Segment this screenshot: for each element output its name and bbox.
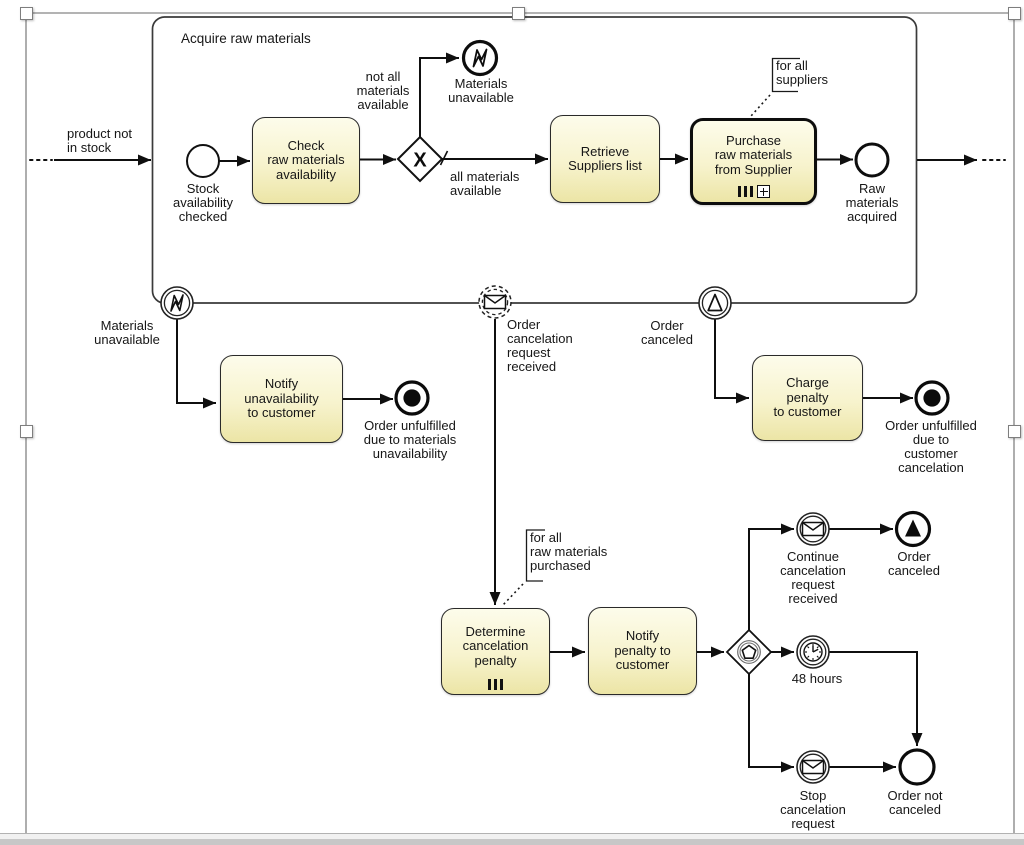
subprocess-title: Acquire raw materials <box>181 31 311 46</box>
message-icon-flap <box>802 521 824 531</box>
task-label: Check raw materials availability <box>267 137 345 182</box>
scrollbar-gutter <box>0 834 1024 839</box>
event-label-raw-materials-acquired: Raw materials acquired <box>845 181 899 224</box>
default-flow-slash <box>439 150 449 166</box>
boundary-event-order-cancelation-request[interactable] <box>478 285 512 319</box>
event-gateway-diamond[interactable] <box>725 628 773 676</box>
task-retrieve-suppliers-list[interactable]: Retrieve Suppliers list <box>550 115 660 203</box>
selection-handle-top-center[interactable] <box>511 6 525 20</box>
edge-label-product-not-in-stock: product not in stock <box>67 126 133 155</box>
annotation-bracket-raw-materials[interactable] <box>525 529 546 582</box>
pentagon-icon <box>741 644 757 660</box>
xor-gateway-diamond[interactable] <box>396 135 444 183</box>
timer-event-48-hours[interactable] <box>796 635 830 669</box>
terminate-icon <box>923 389 941 407</box>
selection-handle-middle-right[interactable] <box>1007 424 1021 438</box>
task-charge-penalty[interactable]: Charge penalty to customer <box>752 355 863 441</box>
terminate-event-unfulfilled-materials[interactable] <box>394 380 430 416</box>
edge-label-all-materials: all materials available <box>450 169 520 198</box>
event-label-boundary-order-canceled: Order canceled <box>640 318 694 347</box>
event-gateway-outer-circle <box>737 640 761 664</box>
clock-ticks <box>805 644 821 660</box>
task-notify-unavailability[interactable]: Notify unavailability to customer <box>220 355 343 443</box>
collapsed-subprocess-icon[interactable] <box>757 185 771 198</box>
boundary-event-materials-unavailable[interactable] <box>160 286 194 320</box>
clock-hands <box>812 645 819 653</box>
task-markers <box>693 185 814 198</box>
message-icon-flap <box>802 759 824 769</box>
boundary-outer-circle[interactable] <box>698 286 732 320</box>
task-determine-cancelation-penalty[interactable]: Determine cancelation penalty <box>441 608 550 695</box>
event-inner-circle <box>799 515 827 543</box>
error-icon <box>472 48 488 68</box>
escalation-icon-filled <box>905 519 921 537</box>
subprocess-purchase-raw-materials[interactable]: Purchase raw materials from Supplier <box>690 118 817 205</box>
annotation-for-all-raw-materials[interactable]: for all raw materials purchased <box>530 530 608 573</box>
task-label: Retrieve Suppliers list <box>568 143 642 173</box>
end-event-order-not-canceled[interactable] <box>898 748 936 786</box>
event-label-unfulfilled-customer: Order unfulfilled due to customer cancel… <box>885 418 977 475</box>
flow-timer-to-order-not-canceled[interactable] <box>829 651 923 746</box>
event-gateway-inner-circle <box>739 642 759 662</box>
event-label-order-cancelation-request: Order cancelation request received <box>507 317 573 374</box>
event-inner-circle <box>799 753 827 781</box>
flow-error-to-notify[interactable] <box>176 319 216 409</box>
task-label: Determine cancelation penalty <box>462 623 529 668</box>
annotation-for-all-suppliers[interactable]: for all suppliers <box>776 58 829 87</box>
boundary-inner-circle <box>701 289 729 317</box>
event-label-stock-checked: Stock availability checked <box>173 181 233 224</box>
selection-handle-top-left[interactable] <box>19 6 33 20</box>
boundary-inner-circle-dashed <box>481 288 509 316</box>
message-event-stop-cancelation[interactable] <box>796 750 830 784</box>
flow-gateway-to-materials-unavailable[interactable] <box>419 52 459 138</box>
task-markers <box>442 679 549 690</box>
selection-handle-middle-left[interactable] <box>19 424 33 438</box>
start-event-stock-availability-checked[interactable] <box>186 144 220 178</box>
event-label-continue-cancelation: Continue cancelation request received <box>780 549 846 606</box>
flow-canceled-to-charge[interactable] <box>714 319 749 404</box>
end-event-materials-unavailable[interactable] <box>461 39 499 77</box>
task-label: Notify unavailability to customer <box>244 376 319 421</box>
error-icon <box>170 294 184 312</box>
task-label: Notify penalty to customer <box>614 628 671 673</box>
edge-label-not-all-materials: not all materials available <box>356 69 410 112</box>
boundary-inner-circle <box>163 289 191 317</box>
horizontal-scrollbar[interactable] <box>0 839 1024 845</box>
xor-gateway-symbol: X <box>413 150 427 172</box>
event-label-stop-cancelation: Stop cancelation request <box>780 788 846 831</box>
event-label-48-hours: 48 hours <box>791 671 843 686</box>
event-label-order-not-canceled: Order not canceled <box>887 788 943 817</box>
xor-gateway[interactable]: X <box>396 135 444 183</box>
scrollbar-border <box>0 833 1024 834</box>
end-event-raw-materials-acquired[interactable] <box>854 142 890 178</box>
event-label-materials-unavailable-end: Materials unavailable <box>448 76 514 105</box>
task-label: Purchase raw materials from Supplier <box>714 132 793 177</box>
task-label: Charge penalty to customer <box>773 375 842 420</box>
terminate-event-unfulfilled-customer[interactable] <box>914 380 950 416</box>
event-based-gateway[interactable] <box>725 628 773 676</box>
association-raw-materials[interactable] <box>502 583 524 606</box>
event-inner-circle <box>799 638 827 666</box>
task-check-raw-materials[interactable]: Check raw materials availability <box>252 117 360 204</box>
end-event-order-canceled[interactable] <box>894 510 932 548</box>
terminate-icon <box>403 389 421 407</box>
multi-instance-icon <box>487 679 504 690</box>
escalation-icon <box>707 293 723 312</box>
event-label-unfulfilled-materials: Order unfulfilled due to materials unava… <box>363 418 457 461</box>
message-icon-flap <box>484 294 506 304</box>
boundary-event-order-canceled[interactable] <box>698 286 732 320</box>
annotation-bracket-suppliers[interactable] <box>771 57 801 93</box>
event-label-order-canceled-end: Order canceled <box>887 549 941 578</box>
message-event-continue-cancelation[interactable] <box>796 512 830 546</box>
flow-gateway-to-continue[interactable] <box>748 523 794 630</box>
task-notify-penalty[interactable]: Notify penalty to customer <box>588 607 697 695</box>
event-label-boundary-materials-unavailable: Materials unavailable <box>94 318 160 347</box>
multi-instance-icon <box>737 186 754 197</box>
selection-handle-top-right[interactable] <box>1007 6 1021 20</box>
flow-gateway-to-stop[interactable] <box>748 674 794 773</box>
